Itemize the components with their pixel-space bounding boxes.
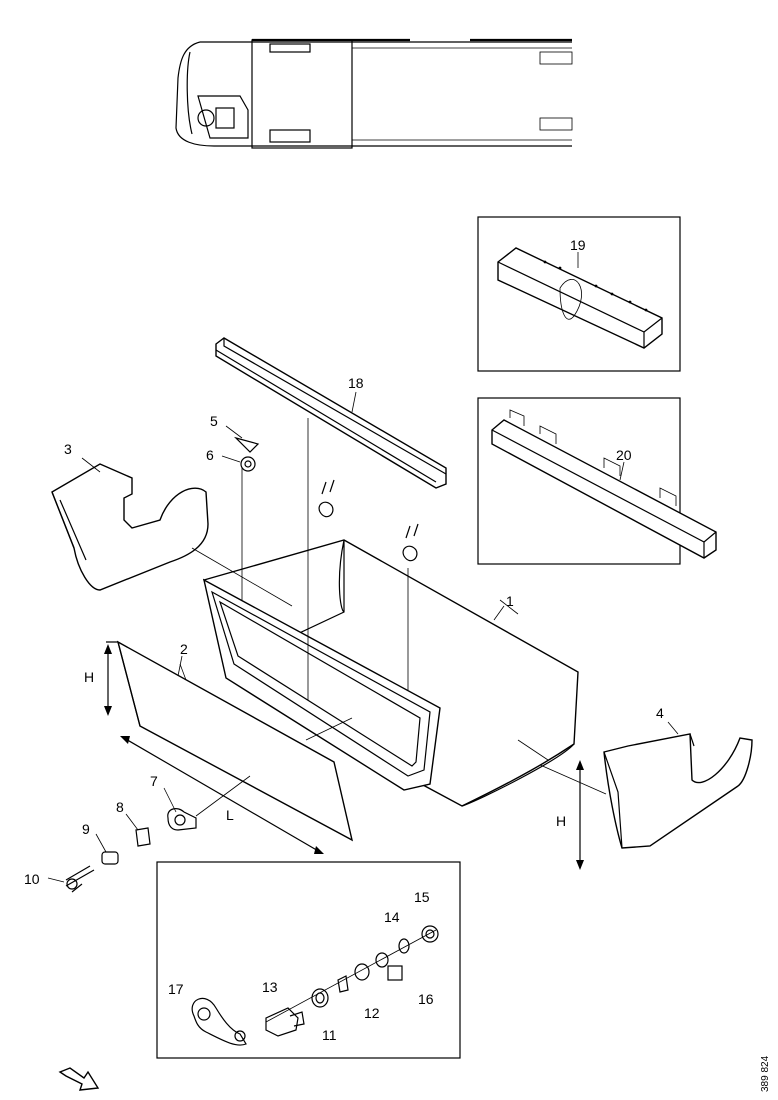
- part-label-3: 3: [64, 441, 72, 457]
- part-label-7: 7: [150, 773, 158, 789]
- lock-parts-left: [65, 808, 197, 893]
- bracket-19: [497, 247, 663, 349]
- part-label-14: 14: [384, 909, 400, 925]
- part-label-2: 2: [180, 641, 188, 657]
- part-label-17: 17: [168, 981, 184, 997]
- side-fairing-3: [51, 457, 209, 591]
- detail-box-19: [477, 216, 681, 372]
- reference-number: 389 824: [760, 1055, 771, 1092]
- battery-box-1: [202, 539, 579, 807]
- part-label-18: 18: [348, 375, 364, 391]
- dimension-label-height-right: H: [556, 813, 566, 829]
- part-label-20: 20: [616, 447, 632, 463]
- rail-18: [215, 337, 447, 489]
- part-label-9: 9: [82, 821, 90, 837]
- detail-box-lock: [156, 861, 461, 1059]
- label-leaders: [47, 425, 505, 883]
- fasteners-top: [233, 436, 419, 562]
- part-label-5: 5: [210, 413, 218, 429]
- detail-box-20: [477, 397, 717, 565]
- part-label-11: 11: [322, 1027, 337, 1043]
- vehicle-overview: [175, 38, 573, 149]
- part-label-6: 6: [206, 447, 214, 463]
- lid-2: [106, 640, 354, 842]
- part-label-10: 10: [24, 871, 40, 887]
- direction-arrow: [58, 1067, 100, 1091]
- part-label-13: 13: [262, 979, 278, 995]
- dimension-arrows: [104, 644, 584, 870]
- part-label-1: 1: [506, 593, 514, 609]
- part-label-16: 16: [418, 991, 434, 1007]
- part-label-15: 15: [414, 889, 430, 905]
- part-label-19: 19: [570, 237, 586, 253]
- part-label-8: 8: [116, 799, 124, 815]
- bracket-19-holes: [543, 260, 648, 312]
- dimension-label-height-left: H: [84, 669, 94, 685]
- part-label-12: 12: [364, 1005, 380, 1021]
- side-fairing-4: [537, 721, 753, 849]
- dimension-label-length: L: [226, 807, 234, 823]
- part-label-4: 4: [656, 705, 664, 721]
